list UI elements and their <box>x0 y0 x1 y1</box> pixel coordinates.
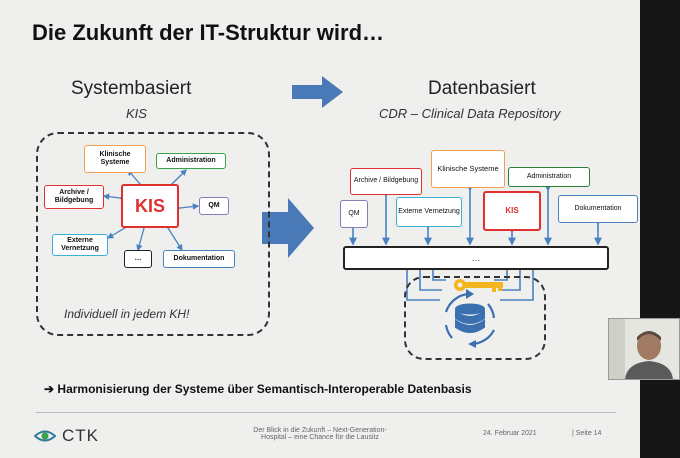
right-box-klinische: Klinische Systeme <box>431 150 505 188</box>
data-bus: … <box>343 246 609 270</box>
person-icon <box>609 319 679 379</box>
left-system-frame <box>36 132 270 336</box>
left-note: Individuell in jedem KH! <box>64 307 190 321</box>
left-box-dots: … <box>124 250 152 268</box>
right-subheading: CDR – Clinical Data Repository <box>379 106 561 121</box>
left-box-administration: Administration <box>156 153 226 169</box>
logo-text: CTK <box>62 426 99 445</box>
left-box-dokumentation: Dokumentation <box>163 250 235 268</box>
left-box-klinische: Klinische Systeme <box>84 145 146 173</box>
left-box-qm: QM <box>199 197 229 215</box>
right-box-administration: Administration <box>508 167 590 187</box>
right-heading: Datenbasiert <box>428 78 536 99</box>
conclusion-text: Harmonisierung der Systeme über Semantis… <box>57 382 472 396</box>
top-arrow-icon <box>292 76 343 108</box>
footer-logo: CTK <box>34 426 99 446</box>
footer-date: 24. Februar 2021 <box>483 430 537 437</box>
arrow-right-icon: ➔ <box>44 382 55 396</box>
right-box-qm: QM <box>340 200 368 228</box>
slide-title: Die Zukunft der IT-Struktur wird… <box>32 20 385 45</box>
cdr-frame <box>404 276 546 360</box>
right-connectors <box>349 183 602 246</box>
footer-center: Der Blick in die Zukunft – Next-Generati… <box>230 427 410 441</box>
left-heading: Systembasiert <box>71 78 192 99</box>
webcam-thumbnail[interactable] <box>608 318 680 380</box>
footer-line2: Hospital – eine Chance für die Lausitz <box>261 434 379 441</box>
left-box-externe: Externe Vernetzung <box>52 234 108 256</box>
video-side-strip <box>640 0 680 458</box>
eye-logo-icon <box>34 430 56 442</box>
key-icon <box>454 279 503 292</box>
footer-line1: Der Blick in die Zukunft – Next-Generati… <box>253 427 387 434</box>
right-box-kis: KIS <box>483 191 541 231</box>
right-box-externe: Externe Vernetzung <box>396 197 462 227</box>
right-box-dokumentation: Dokumentation <box>558 195 638 223</box>
left-box-archive: Archive / Bildgebung <box>44 185 104 209</box>
right-box-archive: Archive / Bildgebung <box>350 168 422 195</box>
presentation-slide: Die Zukunft der IT-Struktur wird… <box>0 0 640 458</box>
database-icon <box>455 303 485 333</box>
left-box-kis: KIS <box>121 184 179 228</box>
middle-arrow-icon <box>262 198 314 258</box>
left-subheading: KIS <box>126 106 147 121</box>
conclusion: ➔ Harmonisierung der Systeme über Semant… <box>44 382 472 396</box>
footer-page: | Seite 14 <box>572 430 602 437</box>
footer-divider <box>36 412 616 413</box>
